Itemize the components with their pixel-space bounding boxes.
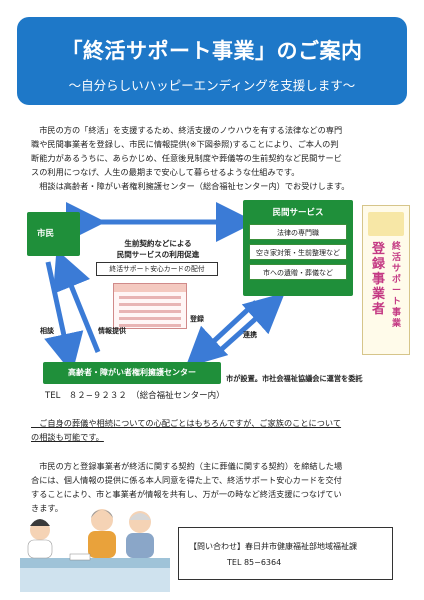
- arrow-cooperate: [212, 292, 285, 358]
- mid-caption: 生前契約などによる 民間サービスの利用促進: [94, 238, 222, 260]
- poster-text-small: 終活サポート事業: [392, 242, 402, 329]
- card-line: きます。: [31, 503, 63, 513]
- consult-line: ご自身の葬儀や相続についての心配ごとはもちろんですが、ご家族のことについて: [31, 418, 342, 428]
- label-cooperate: 連携: [243, 331, 257, 339]
- intro-line: 職や民間事業者を登録し、市民に情報提供(※下図参照)することにより、ご本人の判: [31, 139, 339, 149]
- card-line: 合には、個人情報の提供に係る本人同意を得た上で、終活サポート安心カードを交付: [31, 475, 342, 485]
- card-distribution-label: 終活サポート安心カードの配付: [96, 262, 218, 276]
- mid-caption-line: 生前契約などによる: [124, 239, 192, 248]
- consultation-illustration: [20, 509, 170, 592]
- card-line: することにより、市と事業者が情報を共有し、万が一の時など終活支援につなげてい: [31, 489, 342, 499]
- support-card-image: [113, 283, 187, 329]
- service-item: 空き家対策・生前整理など: [249, 244, 347, 260]
- consult-paragraph: ご自身の葬儀や相続についての心配ごとはもちろんですが、ご家族のことについて の相…: [31, 416, 393, 446]
- intro-paragraph: 市民の方の「終活」を支援するため、終活支援のノウハウを有する法律などの専門 職や…: [31, 123, 393, 195]
- arrow-consult: [44, 261, 84, 374]
- card-paragraph: 市民の方と登録事業者が終活に関する契約（主に葬儀に関する契約）を締結した場 合に…: [31, 459, 393, 519]
- center-tel: TEL ８２−９２３２ （総合福祉センター内）: [45, 391, 225, 401]
- city-note: 市が設置。市社会福祉協議会に運営を委託: [226, 374, 363, 383]
- registered-business-poster: 終活サポート事業 登録事業者: [362, 205, 410, 355]
- intro-line: 相談は高齢者・障がい者権利擁護センター（総合福祉センター内）でお受けします。: [31, 181, 350, 191]
- inquiry-department: 【問い合わせ】春日井市健康福祉部地域福祉課: [189, 542, 357, 551]
- arrow-info: [52, 249, 101, 353]
- intro-line: 市民の方の「終活」を支援するため、終活支援のノウハウを有する法律などの専門: [31, 125, 343, 135]
- intro-line: スの利用につなげ、人生の最期まで安心して暮らせるような仕組みです。: [31, 167, 300, 177]
- intro-line: 断能力があるうちに、あらかじめ、任意後見制度や葬儀等の生前契約など民間サービ: [31, 153, 342, 163]
- label-consult: 相談: [40, 327, 54, 335]
- label-register: 登録: [190, 315, 204, 323]
- consult-line: の相談も可能です。: [31, 432, 104, 442]
- label-info: 情報提供: [98, 327, 126, 335]
- private-services-title: 民間サービス: [272, 208, 324, 218]
- page-subtitle: 〜自分らしいハッピーエンディングを支援します〜: [68, 78, 356, 93]
- mid-caption-line: 民間サービスの利用促進: [116, 250, 200, 259]
- inquiry-box: 【問い合わせ】春日井市健康福祉部地域福祉課 TEL 85−6364: [178, 527, 393, 580]
- page-title: 「終活サポート事業」のご案内: [61, 39, 363, 63]
- private-services-box: 民間サービス 法律の専門職 空き家対策・生前整理など 市への遺贈・葬儀など: [243, 200, 353, 296]
- inquiry-tel: TEL 85−6364: [227, 558, 282, 567]
- poster-text-large: 登録事業者: [372, 242, 386, 317]
- rights-center-box: 高齢者・障がい者権利擁護センター: [43, 362, 221, 384]
- service-item: 法律の専門職: [249, 224, 347, 240]
- card-line: 市民の方と登録事業者が終活に関する契約（主に葬儀に関する契約）を締結した場: [31, 461, 343, 471]
- citizen-box: 市民: [27, 212, 80, 256]
- title-banner: 「終活サポート事業」のご案内 〜自分らしいハッピーエンディングを支援します〜: [17, 17, 407, 105]
- poster-emblem: [368, 212, 404, 236]
- service-item: 市への遺贈・葬儀など: [249, 264, 347, 280]
